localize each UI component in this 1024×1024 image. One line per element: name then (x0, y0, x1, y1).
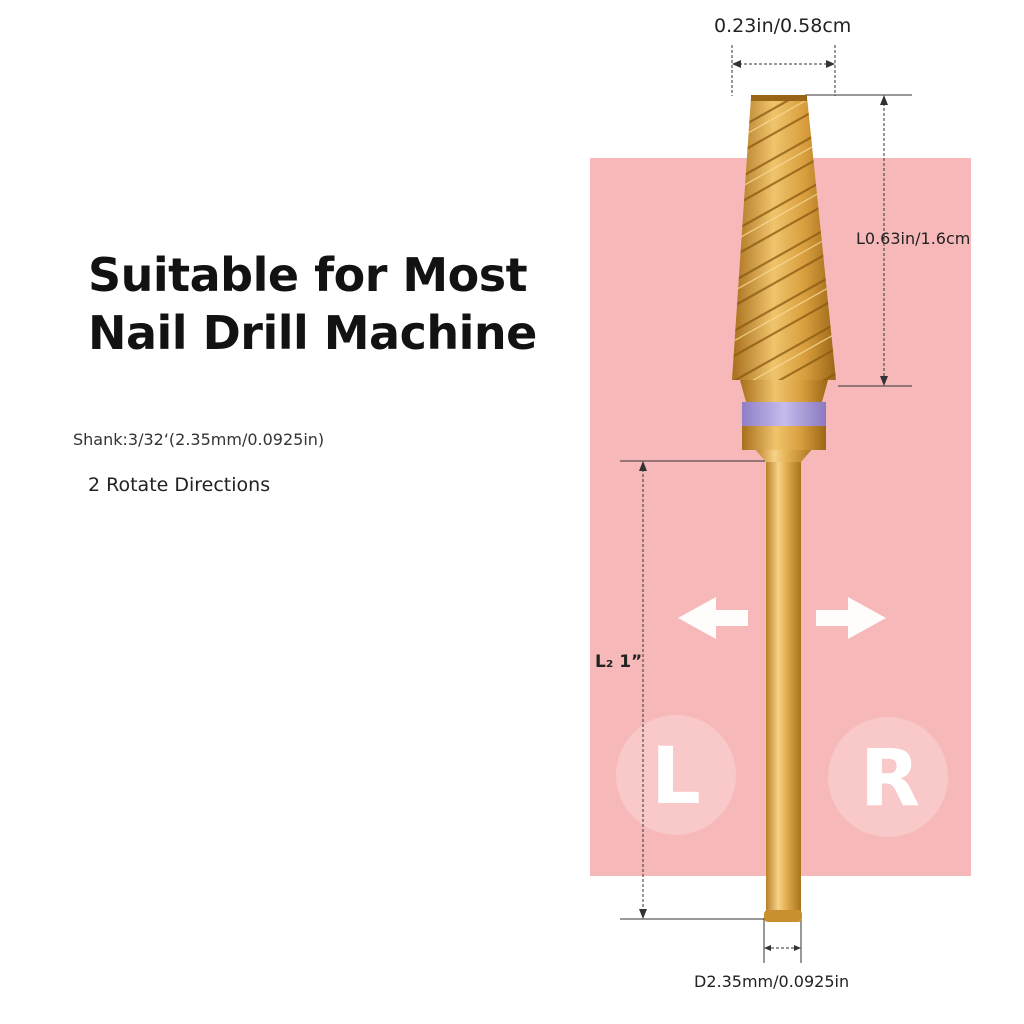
rotate-spec: 2 Rotate Directions (88, 474, 271, 496)
left-badge-letter: L (651, 732, 701, 822)
dimension-arrowheads (639, 60, 888, 951)
headline-line-2: Nail Drill Machine (88, 306, 537, 360)
shank-spec: Shank:3/32‘(2.35mm/0.0925in) (73, 430, 325, 449)
dimension-head-length: L0.63in/1.6cm (856, 229, 971, 248)
dimension-shank-length: L₂ 1” (595, 652, 643, 672)
right-badge-circle (828, 717, 948, 837)
arrow-left-icon (678, 597, 748, 639)
drill-band (742, 402, 826, 426)
headline: Suitable for Most Nail Drill Machine (88, 246, 537, 362)
left-badge-circle (616, 715, 736, 835)
dimension-lines (620, 45, 912, 963)
arrow-right-icon (816, 597, 886, 639)
dimension-top-width: 0.23in/0.58cm (714, 15, 852, 37)
dimension-diameter: D2.35mm/0.0925in (694, 972, 850, 991)
headline-line-1: Suitable for Most (88, 248, 528, 302)
drill-shank (766, 458, 801, 916)
right-badge-letter: R (860, 734, 920, 824)
